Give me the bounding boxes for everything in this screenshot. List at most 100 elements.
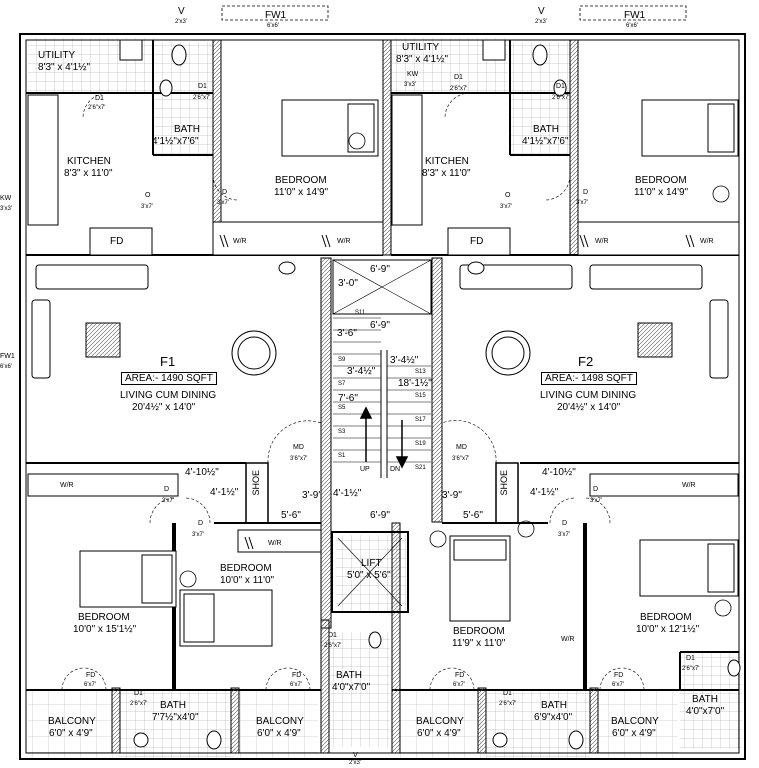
window-size-left: 6'x6' [267, 23, 279, 29]
walls [19, 33, 746, 760]
f2-d-bedroom-top-size: 3'x7' [576, 200, 588, 206]
core-d1-size: 2'6"x7' [324, 643, 342, 649]
f2-bedroom-br-size: 10'0" x 12'1½" [636, 624, 700, 635]
core-dim-4-1: 4'-1½" [333, 488, 362, 499]
vent-label-right: V [538, 6, 545, 17]
dining-tables [231, 330, 531, 376]
f2-fd-kitchen: FD [470, 236, 484, 247]
f1-d-mid-1-size: 3'x7' [162, 498, 174, 504]
vent-size-left: 2'x3' [175, 19, 187, 25]
f2-d-mid-2-size: 3'x7' [558, 532, 570, 538]
stair-treads [333, 317, 431, 463]
f1-bedroom-top-name: BEDROOM [275, 175, 327, 186]
f1-living-name: LIVING CUM DINING [120, 390, 217, 401]
f2-area: AREA:- 1498 SQFT [541, 372, 637, 385]
step-s21: S21 [415, 465, 426, 471]
f1-utility-name: UTILITY [38, 50, 76, 61]
stair-down: DN [390, 466, 401, 473]
f1-kitchen-name: KITCHEN [67, 156, 111, 167]
f2-md-size: 3'6"x7' [452, 456, 470, 462]
f2-dim-3-9: 3'-9" [442, 490, 462, 501]
f2-dim-5-6: 5'-6" [463, 510, 483, 521]
window-size-right: 6'x6' [626, 23, 638, 29]
f1-dim-5-6: 5'-6" [281, 510, 301, 521]
core-v-bottom: V [353, 752, 358, 759]
f2-balcony-r-name: BALCONY [611, 716, 659, 727]
f1-bedroom-bl-name: BEDROOM [78, 612, 130, 623]
f2-d-mid-1-size: 3'x7' [590, 498, 602, 504]
step-s15: S15 [415, 393, 426, 399]
f2-fd-bm-name: FD [455, 672, 465, 679]
f2-bath-br-name: BATH [692, 694, 718, 705]
f1-d1-bath-name: D1 [198, 83, 207, 90]
f2-dim-4-1: 4'-1½" [530, 487, 559, 498]
step-s19: S19 [415, 441, 426, 447]
f2-balcony-r-size: 6'0" x 4'9" [612, 728, 656, 739]
f2-bedroom-top-size: 11'0" x 14'9" [634, 187, 689, 198]
f2-kitchen-size: 8'3" x 11'0" [422, 168, 471, 179]
core-dim-3-4-left: 3'-4½" [347, 366, 376, 377]
f2-wr-mid: W/R [682, 482, 696, 489]
f1-bath-top-name: BATH [174, 124, 200, 135]
f2-bath-top-size: 4'1½"x7'6" [522, 136, 569, 147]
f1-dim-4-1: 4'-1½" [210, 487, 239, 498]
f1-balcony-l-size: 6'0" x 4'9" [49, 728, 93, 739]
f1-bedroom-bm-size: 10'0" x 11'0" [220, 575, 275, 586]
f2-d1-bath-size: 2'6"x7' [552, 95, 570, 101]
vent-label-left: V [178, 6, 185, 17]
wardrobe-hatches [219, 234, 695, 550]
f1-bedroom-top-size: 11'0" x 14'9" [274, 187, 329, 198]
f1-dim-3-9: 3'-9" [302, 490, 322, 501]
window-label-left: FW1 [265, 10, 287, 21]
f1-d-mid-2-size: 3'x7' [192, 532, 204, 538]
f1-wr-mid: W/R [60, 482, 74, 489]
f1-dim-4-10: 4'-10½" [185, 467, 219, 478]
f2-bath-bottom-name: BATH [541, 700, 567, 711]
f1-fd-bl-size: 6'x7' [84, 682, 96, 688]
f2-bedroom-br-name: BEDROOM [640, 612, 692, 623]
f1-d1-bottom-size: 2'6"x7' [130, 701, 148, 707]
f2-living-size: 20'4½" x 14'0" [557, 402, 621, 413]
f1-d-mid-2-name: D [198, 520, 204, 527]
fw1-side-label: FW1 [0, 353, 15, 360]
f2-d-mid-1-name: D [593, 486, 599, 493]
sofas [31, 264, 729, 379]
f1-balcony-m-size: 6'0" x 4'9" [257, 728, 301, 739]
core-dim-18-1: 18'-1½" [398, 378, 432, 389]
vent-size-right: 2'x3' [535, 19, 547, 25]
f1-d-bedroom-top-name: D [222, 189, 228, 196]
f2-balcony-m-size: 6'0" x 4'9" [417, 728, 461, 739]
f1-bath-top-size: 4'1½"x7'6" [152, 136, 199, 147]
f2-living-name: LIVING CUM DINING [540, 390, 637, 401]
f2-wr-top-2: W/R [700, 238, 714, 245]
core-dim-6-9-low: 6'-9" [370, 510, 390, 521]
step-s7: S7 [338, 381, 346, 387]
core-dim-3-6: 3'-6" [337, 328, 357, 339]
stair-arrows [359, 406, 409, 469]
sanitary [119, 39, 741, 750]
window-markers [221, 5, 687, 21]
core-dim-3-4-right: 3'-4½" [390, 355, 419, 366]
f2-kitchen-name: KITCHEN [425, 156, 469, 167]
core-bath-size: 4'0"x7'0" [332, 682, 371, 693]
step-s17: S17 [415, 417, 426, 423]
lift-name: LIFT [361, 558, 382, 569]
kw-side-size: 3'x3' [0, 206, 12, 212]
f1-md-size: 3'6"x7' [290, 456, 308, 462]
f2-utility-size: 8'3" x 4'1½" [396, 54, 449, 65]
f1-d1-top-size: 2'6"x7' [88, 105, 106, 111]
f1-utility-size: 8'3" x 4'1½" [38, 62, 91, 73]
step-s5: S5 [338, 405, 346, 411]
f1-fd-kitchen: FD [110, 236, 124, 247]
f2-bedroom-top-name: BEDROOM [635, 175, 687, 186]
f2-fd-br-size: 6'x7' [612, 682, 624, 688]
f2-fd-bm-size: 6'x7' [453, 682, 465, 688]
f1-md-name: MD [293, 444, 304, 451]
f1-o-name: O [145, 192, 151, 199]
fw1-side-size: 6'x6' [0, 364, 12, 370]
step-s13: S13 [415, 369, 426, 375]
f1-living-size: 20'4½" x 14'0" [132, 402, 196, 413]
core-dim-6-9-mid: 6'-9" [370, 320, 390, 331]
step-s9: S9 [338, 357, 346, 363]
f1-d1-bottom-name: D1 [134, 690, 143, 697]
